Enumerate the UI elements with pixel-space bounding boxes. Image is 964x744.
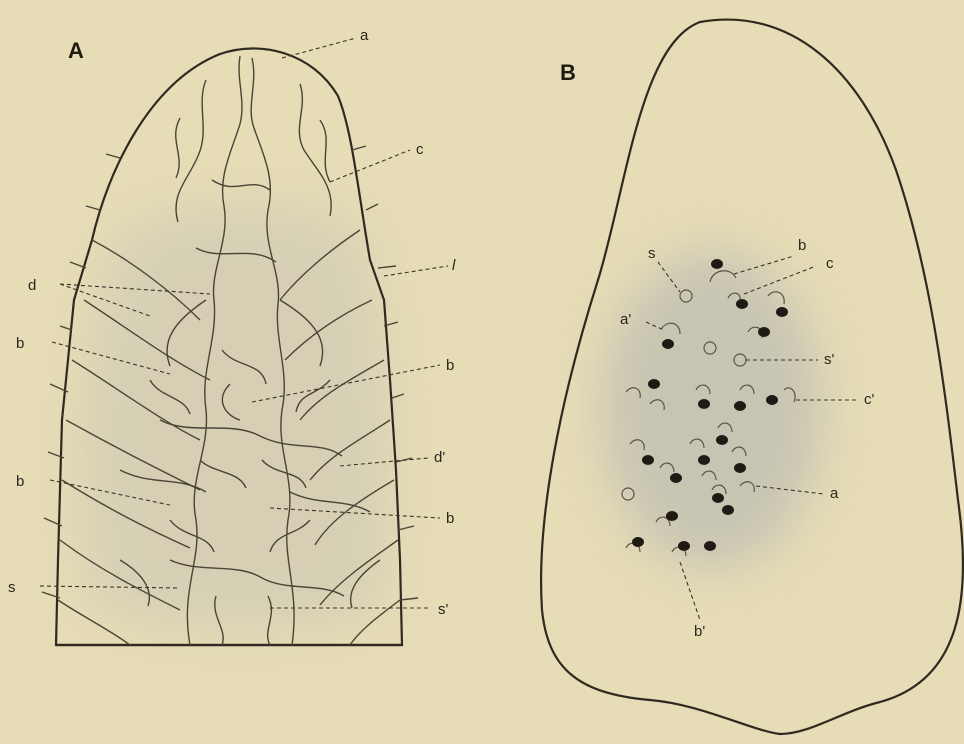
panel-b: B: [541, 20, 963, 734]
label-d: d: [28, 277, 36, 294]
label-a: a: [360, 27, 369, 44]
panel-b-letter: B: [560, 60, 576, 85]
panel-a: A a c l d b b d' b b s s': [8, 27, 456, 645]
label-c: c: [416, 141, 424, 158]
label-b-a: a: [830, 485, 839, 502]
label-b-b: b: [798, 237, 806, 254]
label-d-prime: d': [434, 449, 445, 466]
label-s-prime: s': [438, 601, 449, 618]
panel-a-letter: A: [68, 38, 84, 63]
panel-b-shading: [602, 250, 822, 570]
label-b-a-prime: a': [620, 311, 631, 328]
label-b-s-prime: s': [824, 351, 835, 368]
label-b-b-prime: b': [694, 623, 705, 640]
label-b-left-lower: b: [16, 473, 24, 490]
label-l: l: [452, 257, 456, 274]
label-b-right-lower: b: [446, 510, 454, 527]
label-b-c-prime: c': [864, 391, 875, 408]
label-b-s: s: [648, 245, 656, 262]
label-s: s: [8, 579, 16, 596]
label-b-c: c: [826, 255, 834, 272]
label-b-left-upper: b: [16, 335, 24, 352]
label-b-right-upper: b: [446, 357, 454, 374]
